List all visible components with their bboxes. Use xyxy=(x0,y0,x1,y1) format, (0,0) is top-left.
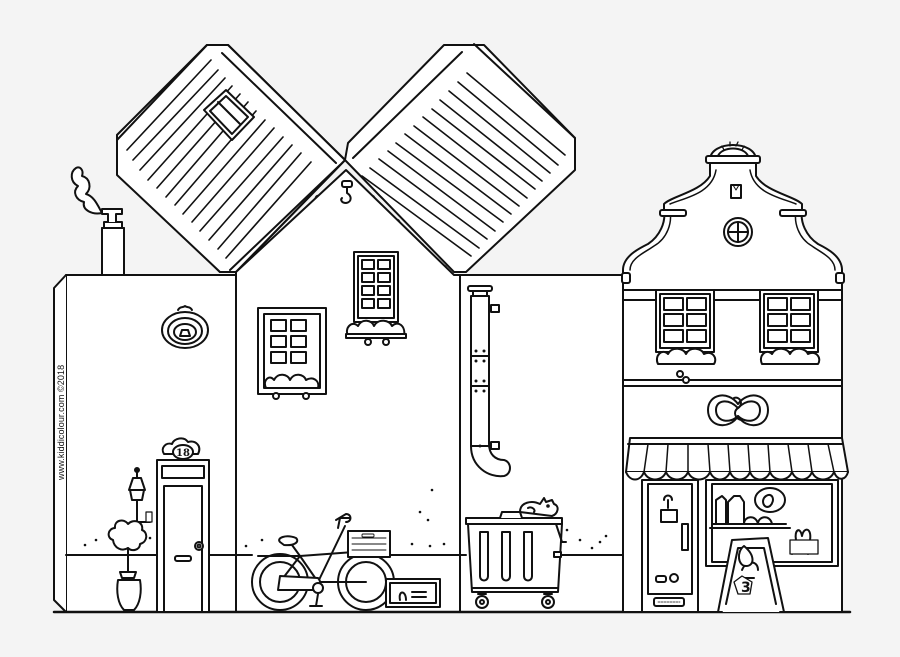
pretzel-sign-icon xyxy=(707,394,769,426)
cat-icon xyxy=(519,497,559,517)
texture-dots xyxy=(83,488,608,550)
dumpster xyxy=(465,511,567,609)
bicycle-icon xyxy=(251,513,395,611)
copyright-credit: www.kiddicolour.com ©2018 xyxy=(56,364,66,480)
middle-window-upper xyxy=(345,251,407,346)
right-roof xyxy=(344,43,576,273)
display-window xyxy=(705,479,839,567)
front-door xyxy=(156,437,210,613)
shop-door xyxy=(641,479,699,613)
middle-window-lower xyxy=(257,307,327,400)
sign-number: 3 xyxy=(741,580,751,596)
left-roof xyxy=(116,44,346,273)
chimney xyxy=(101,208,125,276)
door-mat xyxy=(385,578,441,608)
striped-awning xyxy=(625,437,849,481)
potted-tree-icon xyxy=(107,519,148,611)
a-frame-sign xyxy=(717,537,785,613)
smoke-icon xyxy=(70,166,103,215)
house-number: 18 xyxy=(176,448,190,459)
oval-plaque xyxy=(161,305,209,349)
drainpipe xyxy=(467,285,511,478)
hook-icon xyxy=(340,180,353,204)
skylight-window xyxy=(203,89,255,141)
